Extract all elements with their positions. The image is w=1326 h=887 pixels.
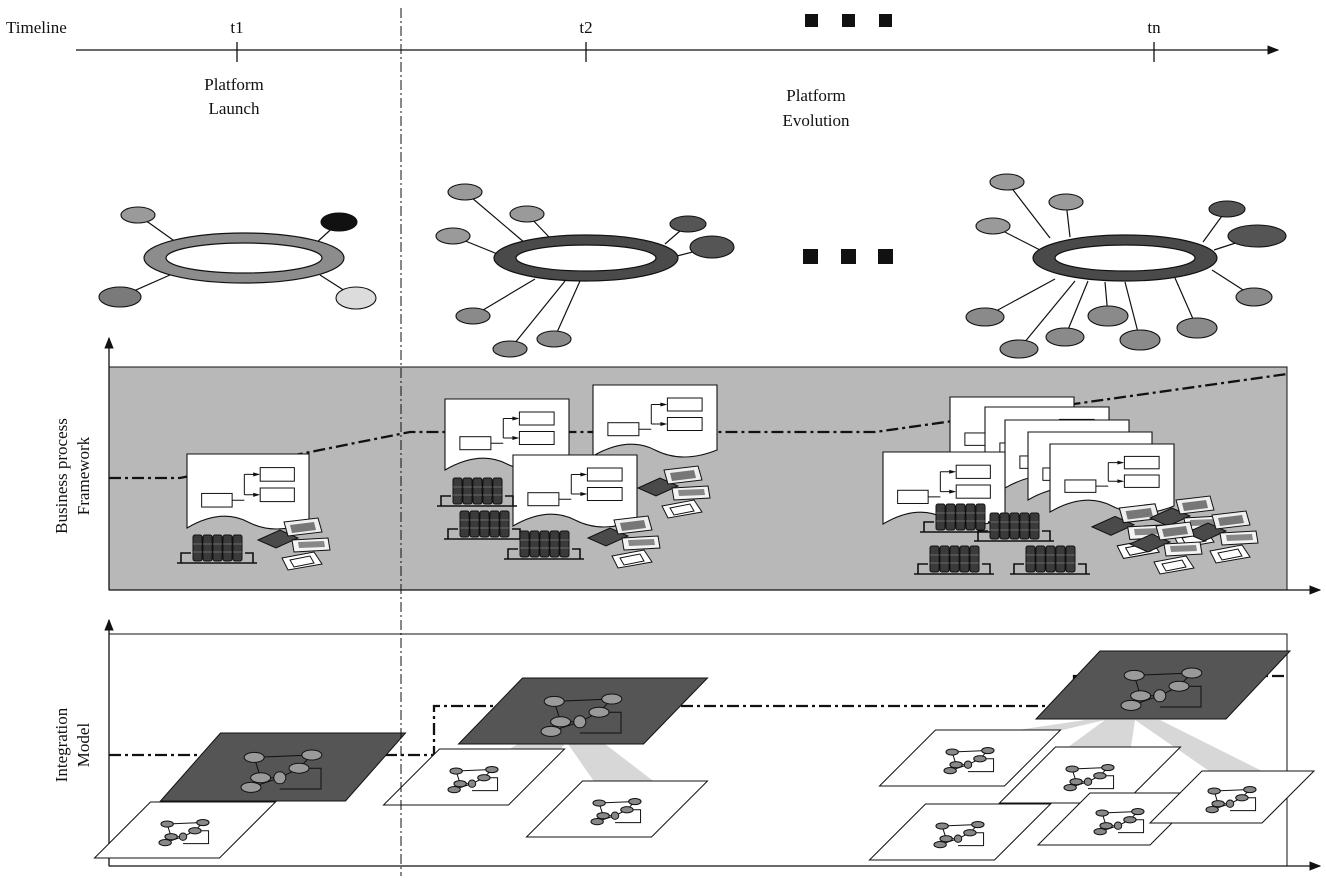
svg-text:Business process: Business process	[52, 418, 71, 534]
ellipsis-squares-middle	[803, 249, 893, 264]
partner-node	[1045, 327, 1085, 347]
partner-node	[492, 340, 528, 358]
tick-label-tn: tn	[1147, 18, 1161, 37]
server-rack	[504, 530, 584, 560]
partner-node	[1087, 305, 1129, 327]
partner-node	[447, 183, 483, 201]
server-rack	[920, 503, 1000, 533]
partner-node	[455, 307, 491, 325]
central-model-plane	[1034, 650, 1292, 720]
partner-node	[320, 212, 358, 232]
device-cluster	[1128, 521, 1203, 575]
integration-model-panel: Integration Model	[52, 618, 1322, 871]
server-rack	[437, 477, 517, 507]
partner-node	[1048, 193, 1084, 211]
partner-node	[1208, 200, 1246, 218]
server-racks	[177, 477, 1090, 575]
central-model-plane	[457, 677, 709, 745]
phase-launch-line2: Launch	[209, 99, 260, 118]
phase-launch-line1: Platform	[204, 75, 264, 94]
local-model-plane	[1036, 792, 1204, 846]
tick-label-t1: t1	[230, 18, 243, 37]
local-model-plane	[382, 748, 566, 806]
partner-node	[536, 330, 572, 348]
central-model-plane	[159, 732, 407, 802]
process-document	[512, 454, 638, 528]
partner-node	[120, 206, 156, 224]
partner-node	[509, 205, 545, 223]
projection-beam	[1135, 720, 1270, 775]
partner-node	[1119, 329, 1161, 351]
process-document	[592, 384, 718, 458]
partner-node	[1176, 317, 1218, 339]
timeline-label: Timeline	[6, 18, 67, 37]
partner-node	[975, 217, 1011, 235]
partner-node	[689, 235, 735, 259]
local-model-plane	[878, 729, 1062, 787]
partner-node	[1235, 287, 1273, 307]
hub-t2	[435, 183, 735, 358]
model-planes	[93, 650, 1316, 861]
server-rack	[914, 545, 994, 575]
partner-node	[435, 227, 471, 245]
platform-hubs	[98, 173, 1287, 359]
local-model-plane	[93, 801, 277, 859]
partner-node	[669, 215, 707, 233]
device-cluster	[256, 517, 331, 571]
local-model-plane	[868, 803, 1052, 861]
device-cluster	[586, 515, 661, 569]
server-rack	[444, 510, 524, 540]
server-rack	[974, 512, 1054, 542]
process-documents	[186, 384, 1175, 530]
projection-beam	[1060, 720, 1135, 753]
local-model-plane	[1148, 770, 1316, 824]
partner-node	[1227, 224, 1287, 248]
svg-text:Model: Model	[74, 723, 93, 768]
svg-text:Framework: Framework	[74, 436, 93, 515]
process-document	[186, 453, 310, 530]
timeline: Timeline t1 t2 tn Platform Launch Platfo…	[6, 14, 1280, 130]
ellipsis-squares-top	[805, 14, 892, 27]
server-rack	[177, 534, 257, 564]
process-document	[1049, 443, 1175, 514]
partner-node	[98, 286, 142, 308]
server-rack	[1010, 545, 1090, 575]
device-cluster	[1184, 510, 1259, 564]
local-model-plane	[998, 746, 1182, 804]
svg-text:Integration: Integration	[52, 707, 71, 782]
partner-node	[335, 286, 377, 310]
device-clusters	[256, 465, 1259, 575]
business-growth-line	[109, 372, 1288, 480]
partner-node	[989, 173, 1025, 191]
partner-node	[965, 307, 1005, 327]
tick-label-t2: t2	[579, 18, 592, 37]
device-cluster	[636, 465, 711, 519]
phase-evolution-line2: Evolution	[782, 111, 850, 130]
integration-row-label: Integration Model	[52, 707, 93, 782]
projection-beam	[568, 744, 665, 790]
hub-tn	[965, 173, 1287, 359]
business-process-panel: Business process Framework	[52, 336, 1322, 595]
phase-evolution-line1: Platform	[786, 86, 846, 105]
process-document	[444, 398, 570, 472]
business-row-label: Business process Framework	[52, 418, 93, 534]
local-model-plane	[525, 780, 709, 838]
hub-t1	[98, 206, 377, 310]
partner-node	[999, 339, 1039, 359]
